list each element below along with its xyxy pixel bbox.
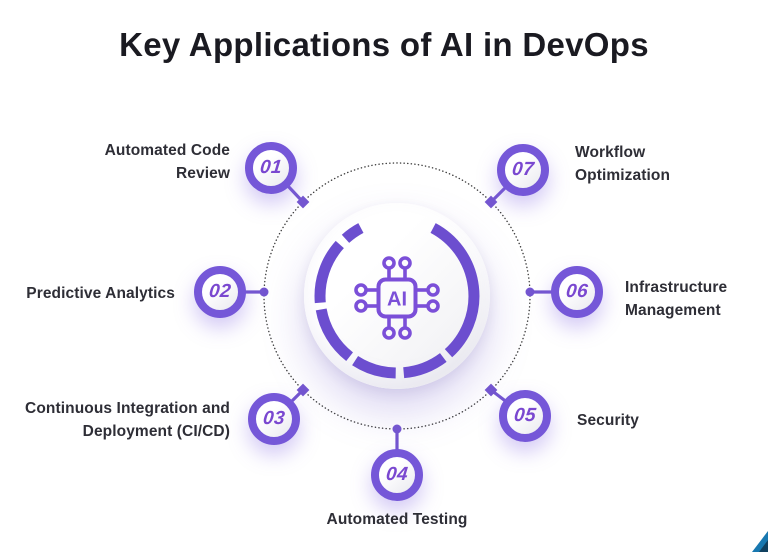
label-security: Security (577, 412, 639, 429)
badge-number: 02 (207, 281, 233, 302)
corner-logo-wedge-icon (752, 531, 768, 552)
badge-05-security: 05 (499, 390, 551, 442)
badge-number: 05 (512, 405, 538, 426)
dot-endpoint-04 (392, 424, 402, 434)
label-automated-code-review: Automated Code Review (104, 142, 230, 182)
badge-number: 04 (384, 464, 410, 485)
label-automated-testing: Automated Testing (326, 511, 468, 528)
dot-endpoint-06 (525, 287, 535, 297)
dot-endpoint-02 (259, 287, 269, 297)
label-cicd: Continuous Integration and Deployment (C… (25, 400, 230, 440)
label-workflow-optimization: Workflow Optimization (575, 144, 671, 184)
ai-chip-icon (354, 256, 440, 340)
badge-02-predictive-analytics: 02 (194, 266, 246, 318)
badge-number: 03 (261, 408, 287, 429)
badge-number: 01 (258, 157, 284, 178)
segmented-arc-ring (314, 223, 480, 379)
center-circle (304, 203, 490, 389)
ai-chip-label: AI (387, 289, 407, 311)
badge-07-workflow: 07 (497, 144, 549, 196)
diamond-endpoint-01 (296, 195, 310, 209)
badge-number: 07 (510, 159, 536, 180)
badge-03-cicd: 03 (248, 393, 300, 445)
label-infrastructure-management: Infrastructure Management (625, 279, 728, 319)
badge-01-automated-code-review: 01 (245, 142, 297, 194)
label-predictive-analytics: Predictive Analytics (26, 285, 175, 302)
diamond-endpoint-07 (484, 195, 498, 209)
badge-06-infrastructure: 06 (551, 266, 603, 318)
badge-04-automated-testing: 04 (371, 449, 423, 501)
diamond-endpoint-03 (296, 383, 310, 397)
badge-number: 06 (564, 281, 590, 302)
diamond-endpoint-05 (484, 383, 498, 397)
connector-endpoints (259, 195, 535, 434)
page-title: Key Applications of AI in DevOps (119, 26, 649, 63)
